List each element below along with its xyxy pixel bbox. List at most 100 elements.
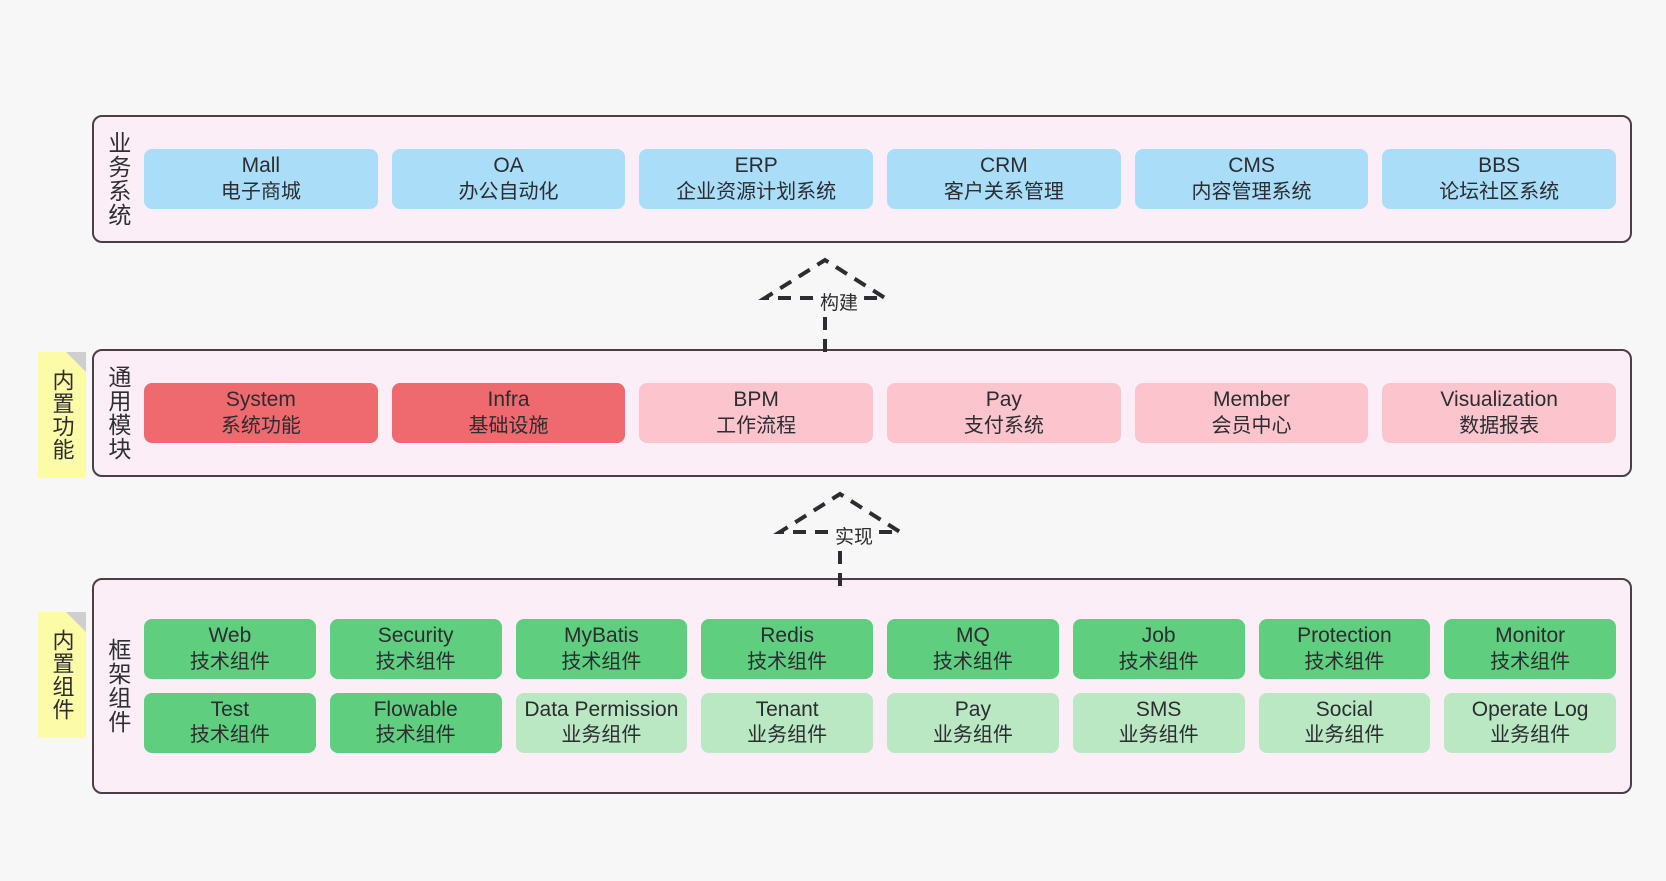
layer-body-common-module: System 系统功能 Infra 基础设施 BPM 工作流程 Pay 支付系统…	[140, 351, 1630, 475]
note-label: 内置功能	[49, 369, 75, 461]
box-infra[interactable]: Infra 基础设施	[391, 383, 626, 443]
box-title: Mall	[241, 154, 281, 178]
box-title: Social	[1315, 698, 1373, 721]
box-title: BBS	[1478, 154, 1521, 178]
box-subtitle: 业务组件	[1490, 724, 1571, 747]
box-cms[interactable]: CMS 内容管理系统	[1134, 149, 1369, 209]
box-member[interactable]: Member 会员中心	[1134, 383, 1369, 443]
box-subtitle: 技术组件	[375, 724, 456, 747]
box-subtitle: 系统功能	[220, 414, 301, 437]
box-tenant[interactable]: Tenant 业务组件	[701, 693, 873, 753]
box-subtitle: 技术组件	[932, 650, 1013, 673]
connector-build: 构建	[755, 256, 905, 354]
box-title: MyBatis	[564, 624, 639, 648]
box-title: Member	[1213, 388, 1291, 412]
box-title: Flowable	[373, 698, 458, 721]
note-builtin-component: 内置组件	[38, 612, 86, 738]
box-pay-component[interactable]: Pay 业务组件	[887, 693, 1059, 753]
box-title: Pay	[985, 388, 1022, 412]
box-visualization[interactable]: Visualization 数据报表	[1382, 383, 1617, 443]
box-subtitle: 业务组件	[932, 724, 1013, 747]
box-protection[interactable]: Protection 技术组件	[1258, 619, 1431, 679]
box-mall[interactable]: Mall 电子商城	[144, 149, 378, 209]
layer-title-business-system: 业务系统	[104, 131, 131, 227]
note-fold-corner-icon	[66, 352, 86, 372]
box-title: OA	[493, 154, 524, 178]
box-subtitle: 技术组件	[747, 650, 828, 673]
box-erp[interactable]: ERP 企业资源计划系统	[639, 149, 874, 209]
box-subtitle: 业务组件	[747, 724, 828, 747]
box-title: Infra	[487, 388, 530, 412]
box-social[interactable]: Social 业务组件	[1258, 693, 1431, 753]
box-title: SMS	[1135, 698, 1182, 721]
box-security[interactable]: Security 技术组件	[329, 619, 502, 679]
box-title: Pay	[954, 698, 991, 721]
box-title: Job	[1141, 624, 1176, 648]
box-title: Data Permission	[524, 698, 679, 721]
box-subtitle: 企业资源计划系统	[676, 180, 837, 203]
box-title: Tenant	[755, 698, 819, 721]
box-sms[interactable]: SMS 业务组件	[1072, 693, 1245, 753]
box-subtitle: 支付系统	[963, 414, 1044, 437]
box-title: System	[225, 388, 296, 412]
box-mybatis[interactable]: MyBatis 技术组件	[515, 619, 688, 679]
box-pay-module[interactable]: Pay 支付系统	[887, 383, 1121, 443]
box-title: Security	[377, 624, 454, 648]
box-title: Web	[208, 624, 252, 648]
note-fold-corner-icon	[66, 612, 86, 632]
box-subtitle: 工作流程	[716, 414, 797, 437]
box-title: ERP	[734, 154, 778, 178]
box-monitor[interactable]: Monitor 技术组件	[1444, 619, 1616, 679]
layer-business-system: 业务系统 Mall 电子商城 OA 办公自动化 ERP 企业资源计划系统 CRM…	[92, 115, 1632, 243]
connector-implement-label: 实现	[832, 522, 877, 549]
box-operate-log[interactable]: Operate Log 业务组件	[1444, 693, 1616, 753]
box-title: Monitor	[1495, 624, 1566, 648]
box-subtitle: 电子商城	[220, 180, 301, 203]
box-subtitle: 技术组件	[189, 724, 270, 747]
box-redis[interactable]: Redis 技术组件	[701, 619, 873, 679]
box-row: System 系统功能 Infra 基础设施 BPM 工作流程 Pay 支付系统…	[144, 383, 1617, 443]
connector-implement: 实现	[770, 490, 920, 588]
box-title: Redis	[760, 624, 814, 648]
box-subtitle: 数据报表	[1459, 414, 1540, 437]
box-bbs[interactable]: BBS 论坛社区系统	[1382, 149, 1617, 209]
box-subtitle: 会员中心	[1211, 414, 1292, 437]
box-subtitle: 办公自动化	[458, 180, 559, 203]
box-subtitle: 技术组件	[1304, 650, 1385, 673]
layer-framework-component: 框架组件 Web 技术组件 Security 技术组件 MyBatis 技术组件…	[92, 578, 1632, 794]
box-system[interactable]: System 系统功能	[144, 383, 378, 443]
box-title: CRM	[979, 154, 1028, 178]
box-subtitle: 客户关系管理	[943, 180, 1064, 203]
box-row: Test 技术组件 Flowable 技术组件 Data Permission …	[144, 693, 1616, 753]
box-crm[interactable]: CRM 客户关系管理	[887, 149, 1121, 209]
box-test[interactable]: Test 技术组件	[144, 693, 316, 753]
note-label: 内置组件	[49, 629, 75, 721]
box-data-permission[interactable]: Data Permission 业务组件	[515, 693, 688, 753]
box-title: Visualization	[1440, 388, 1558, 412]
box-subtitle: 技术组件	[189, 650, 270, 673]
layer-body-business-system: Mall 电子商城 OA 办公自动化 ERP 企业资源计划系统 CRM 客户关系…	[140, 117, 1630, 241]
box-subtitle: 业务组件	[1118, 724, 1199, 747]
box-subtitle: 技术组件	[375, 650, 456, 673]
note-builtin-function: 内置功能	[38, 352, 86, 478]
box-mq[interactable]: MQ 技术组件	[887, 619, 1059, 679]
box-title: Operate Log	[1471, 698, 1589, 721]
box-subtitle: 技术组件	[1118, 650, 1199, 673]
layer-common-module: 通用模块 System 系统功能 Infra 基础设施 BPM 工作流程 Pay…	[92, 349, 1632, 477]
layer-title-framework-component: 框架组件	[104, 638, 131, 734]
box-oa[interactable]: OA 办公自动化	[391, 149, 626, 209]
box-title: CMS	[1228, 154, 1275, 178]
box-job[interactable]: Job 技术组件	[1072, 619, 1245, 679]
box-subtitle: 论坛社区系统	[1439, 180, 1560, 203]
box-row: Web 技术组件 Security 技术组件 MyBatis 技术组件 Redi…	[144, 619, 1616, 679]
box-web[interactable]: Web 技术组件	[144, 619, 316, 679]
box-bpm[interactable]: BPM 工作流程	[639, 383, 874, 443]
box-title: Test	[210, 698, 250, 721]
layer-body-framework-component: Web 技术组件 Security 技术组件 MyBatis 技术组件 Redi…	[140, 580, 1630, 792]
box-subtitle: 基础设施	[468, 414, 549, 437]
box-subtitle: 技术组件	[1490, 650, 1571, 673]
layer-title-common-module: 通用模块	[104, 365, 131, 461]
box-title: MQ	[955, 624, 990, 648]
box-flowable[interactable]: Flowable 技术组件	[329, 693, 502, 753]
